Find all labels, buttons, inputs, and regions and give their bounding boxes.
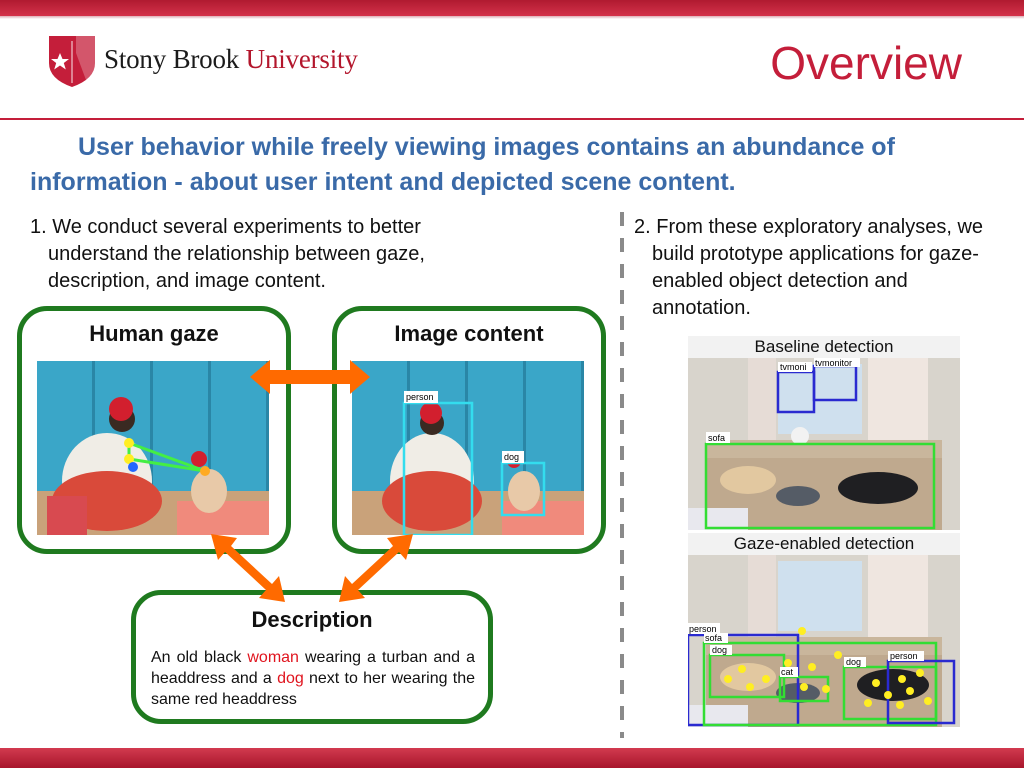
university-wordmark: Stony Brook University <box>104 44 358 75</box>
desc-seg-2: wearing a turban and a headdress and a <box>151 649 475 687</box>
image-content-title: Image content <box>394 321 544 346</box>
gaze-person-label-1: person <box>689 624 717 634</box>
baseline-sofa-label: sofa <box>708 433 725 443</box>
description-panel: Description An old black woman wearing a… <box>131 590 493 724</box>
top-accent-bar <box>0 0 1024 19</box>
description-title: Description <box>251 607 373 632</box>
dog-box-label: dog <box>504 452 519 462</box>
description-text: An old black woman wearing a turban and … <box>151 647 475 710</box>
baseline-tv-label-2: tvmonitor <box>815 358 852 368</box>
desc-seg-1: An old black <box>151 649 248 666</box>
gaze-enabled-detection-title: Gaze-enabled detection <box>688 533 960 555</box>
bottom-accent-bar <box>0 748 1024 768</box>
baseline-tv-label-1: tvmoni <box>780 362 807 372</box>
wordmark-university: University <box>245 44 358 74</box>
desc-highlight-woman: woman <box>247 649 299 666</box>
wordmark-stony-brook: Stony Brook <box>104 44 240 74</box>
baseline-detection-title: Baseline detection <box>688 336 960 358</box>
slide-title: Overview <box>770 37 962 89</box>
lead-statement: User behavior while freely viewing image… <box>30 130 1000 200</box>
desc-seg-3: next to her wearing the same red headdre… <box>151 670 475 708</box>
baseline-detection-image: Baseline detection tvmoni tvmonitor sofa <box>688 336 960 530</box>
person-box-label: person <box>406 392 434 402</box>
point-two: 2. From these exploratory analyses, we b… <box>634 216 984 319</box>
gaze-cat-label: cat <box>781 667 794 677</box>
gaze-photo <box>37 361 269 535</box>
gaze-person-label-2: person <box>890 651 918 661</box>
content-photo: person dog <box>352 361 584 535</box>
gaze-dog-label-1: dog <box>712 645 727 655</box>
human-gaze-title: Human gaze <box>89 321 219 346</box>
human-gaze-panel: Human gaze <box>17 306 291 554</box>
header-divider <box>0 118 1024 120</box>
lead-text: User behavior while freely viewing image… <box>30 133 895 196</box>
university-shield-logo <box>49 36 95 87</box>
gaze-enabled-detection-image: Gaze-enabled detection person sofa dog c… <box>688 533 960 727</box>
point-one: 1. We conduct several experiments to bet… <box>30 216 425 292</box>
column-divider <box>620 212 624 738</box>
gaze-sofa-label: sofa <box>705 633 722 643</box>
gaze-dog-label-2: dog <box>846 657 861 667</box>
desc-highlight-dog: dog <box>277 670 304 687</box>
image-content-panel: Image content person dog <box>332 306 606 554</box>
